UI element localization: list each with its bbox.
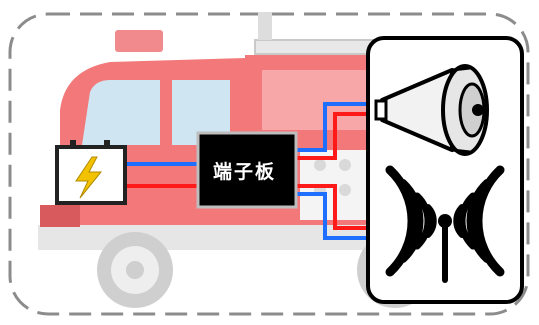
terminal-block-label: 端子板 xyxy=(213,161,277,183)
radio-antenna-icon xyxy=(385,165,505,283)
terminal-block xyxy=(196,131,298,209)
wire-positive-speaker xyxy=(296,112,378,160)
wire-negative-speaker xyxy=(296,102,378,152)
dashed-frame xyxy=(8,12,530,316)
battery-lightning-icon xyxy=(55,140,127,205)
wire-positive-radio xyxy=(296,184,378,230)
megaphone-icon xyxy=(374,64,489,156)
wire-negative-radio xyxy=(296,192,378,240)
